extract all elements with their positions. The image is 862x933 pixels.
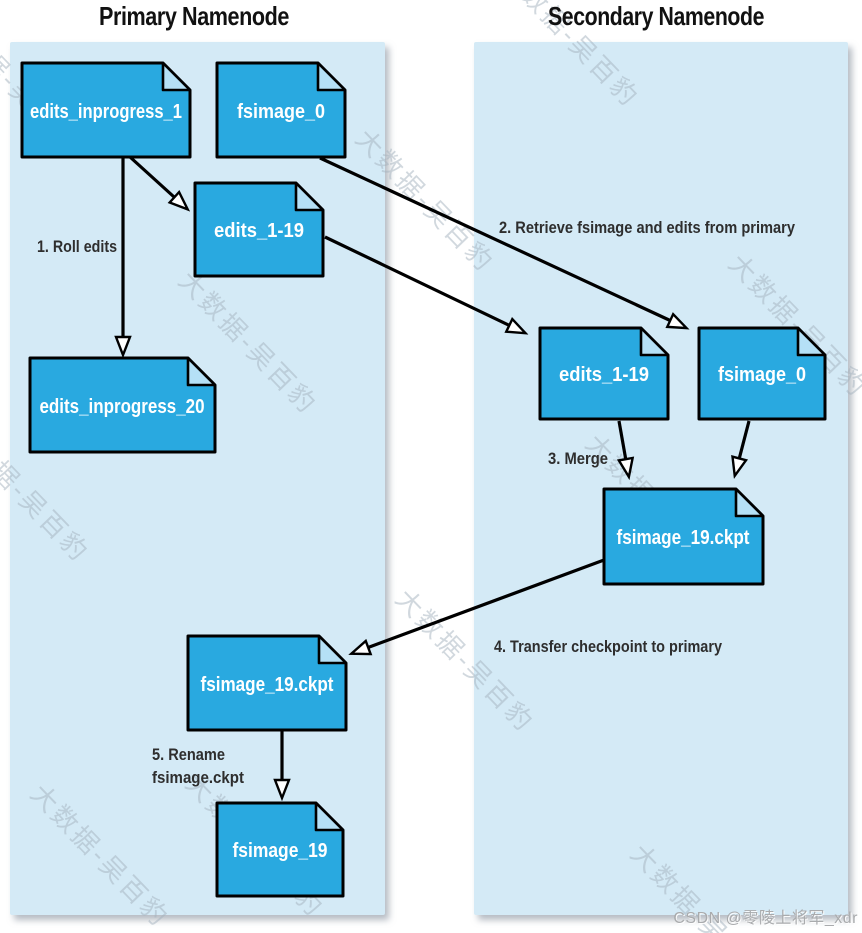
doc-label: fsimage_0 xyxy=(718,364,806,386)
doc-label: edits_1-19 xyxy=(559,364,649,386)
doc-secondary-edits-1-19: edits_1-19 xyxy=(538,326,670,421)
step-4-label: 4. Transfer checkpoint to primary xyxy=(494,637,722,656)
secondary-namenode-title: Secondary Namenode xyxy=(548,1,764,31)
primary-namenode-title: Primary Namenode xyxy=(99,1,289,31)
doc-secondary-fsimage-19-ckpt: fsimage_19.ckpt xyxy=(602,487,765,586)
doc-label: fsimage_19.ckpt xyxy=(617,527,750,549)
step-3-label: 3. Merge xyxy=(548,449,608,468)
arrow-transfer-checkpoint xyxy=(356,558,605,652)
doc-label: fsimage_19 xyxy=(233,840,328,862)
arrow-edits-to-rolled-file xyxy=(128,155,184,206)
step-2-label: 2. Retrieve fsimage and edits from prima… xyxy=(499,218,795,237)
doc-secondary-fsimage-0: fsimage_0 xyxy=(697,326,827,421)
step-1-label: 1. Roll edits xyxy=(37,237,117,256)
doc-primary-fsimage-19: fsimage_19 xyxy=(215,801,345,898)
arrow-retrieve-edits xyxy=(324,235,521,331)
arrow-retrieve-fsimage xyxy=(319,156,682,326)
doc-label: edits_1-19 xyxy=(214,220,304,242)
doc-primary-fsimage-0: fsimage_0 xyxy=(215,61,347,159)
doc-primary-edits-inprogress-1: edits_inprogress_1 xyxy=(20,61,192,159)
doc-label: edits_inprogress_20 xyxy=(40,396,205,418)
step-5-label-line2: fsimage.ckpt xyxy=(152,768,244,787)
step-5-label-line1: 5. Rename xyxy=(152,745,225,764)
doc-label: fsimage_0 xyxy=(237,101,325,123)
watermark-credit: CSDN @零陵上将军_xdr xyxy=(673,910,858,927)
doc-label: edits_inprogress_1 xyxy=(30,101,182,123)
arrow-merge-edits xyxy=(619,420,628,472)
doc-primary-fsimage-19-ckpt: fsimage_19.ckpt xyxy=(186,634,348,732)
doc-primary-edits-inprogress-20: edits_inprogress_20 xyxy=(28,356,217,454)
doc-primary-edits-1-19: edits_1-19 xyxy=(193,181,325,278)
arrow-merge-fsimage xyxy=(736,420,751,471)
doc-label: fsimage_19.ckpt xyxy=(201,674,334,696)
secondary-namenode-panel xyxy=(474,42,848,915)
